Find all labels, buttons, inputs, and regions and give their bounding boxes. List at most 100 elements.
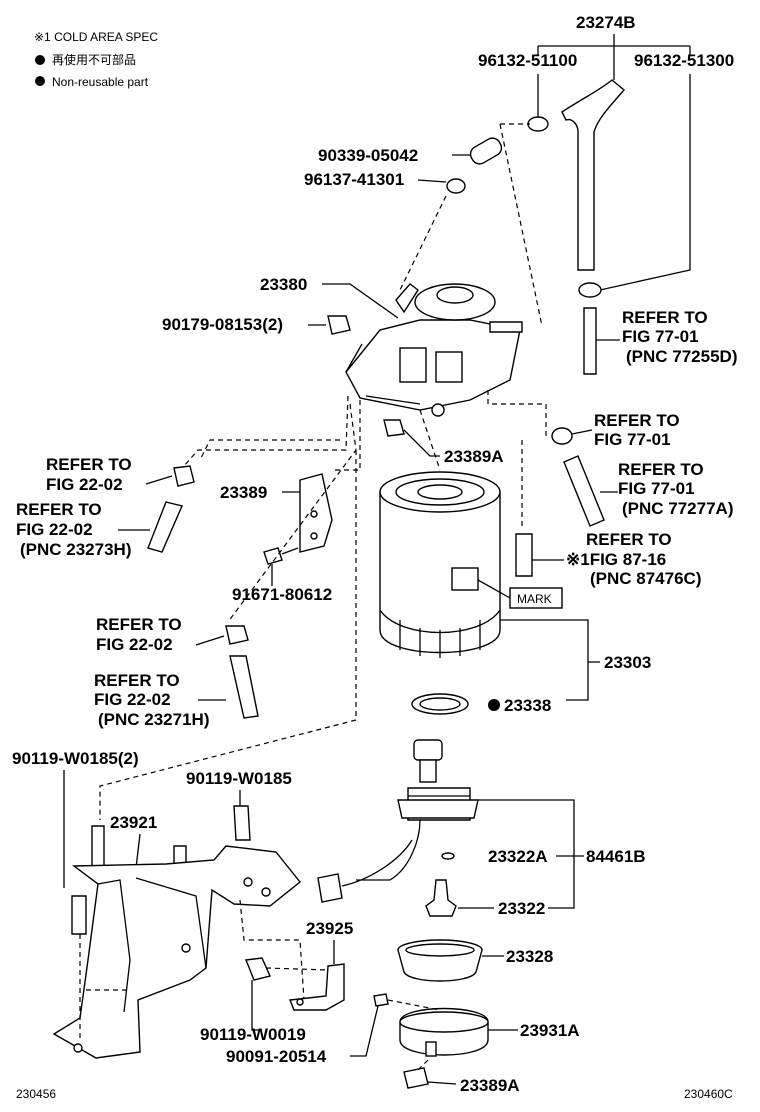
ref-22-02-23273H-line2[interactable]: FIG 22-02 (16, 520, 93, 539)
filter-head-23380: 23380 90179-08153(2) (162, 275, 523, 471)
ref-77-01-77277A-line3[interactable]: (PNC 77277A) (622, 499, 734, 518)
band-23931A: 23931A 90091-20514 (226, 993, 580, 1066)
sensor-plug-icon (425, 879, 457, 917)
fuel-filter-element-icon (379, 491, 501, 654)
nut-icon (327, 315, 351, 335)
refer-right-group: REFER TO FIG 77-01 (PNC 77255D) REFER TO… (487, 307, 738, 588)
gasket-icon (441, 852, 455, 860)
fuel-filter-23303: MARK 23303 (379, 471, 651, 701)
ref-22-02-b-line2[interactable]: FIG 22-02 (96, 635, 173, 654)
sensor-assembly: 23322A 84461B 23322 (317, 739, 646, 918)
hose-icon (147, 501, 183, 553)
non-reusable-dot-icon (35, 55, 45, 65)
mark-box (509, 587, 563, 609)
clip-icon (225, 625, 249, 645)
ref-22-02-a-line2[interactable]: FIG 22-02 (46, 475, 123, 494)
ref-22-02-b-line1[interactable]: REFER TO (96, 615, 182, 634)
bolt-icon (233, 805, 251, 841)
clip-icon (403, 1067, 429, 1089)
bracket-23389: 23389 91671-80612 (199, 400, 361, 604)
hose-clamp-icon (578, 282, 602, 298)
fuel-hose-icon (561, 79, 625, 271)
stud-icon (91, 825, 105, 867)
ref-22-02-23271H-line2[interactable]: FIG 22-02 (94, 690, 171, 709)
part-label-96132-51300[interactable]: 96132-51300 (634, 51, 734, 70)
bolt-icon (71, 895, 87, 935)
part-label-23322[interactable]: 23322 (498, 899, 545, 918)
legend: ※1 COLD AREA SPEC 再使用不可部品 Non-reusable p… (34, 30, 158, 89)
non-reusable-dot-icon (35, 76, 45, 86)
ref-87-16-line3[interactable]: (PNC 87476C) (590, 569, 702, 588)
ref-77-01-77277A-line2[interactable]: FIG 77-01 (618, 479, 695, 498)
part-label-90119-W0185[interactable]: 90119-W0185 (186, 769, 292, 788)
bracket-23925-icon (289, 963, 345, 1011)
ref-22-02-23271H-line3[interactable]: (PNC 23271H) (98, 710, 210, 729)
hose-icon (563, 455, 605, 527)
part-label-23274B[interactable]: 23274B (576, 13, 636, 32)
part-label-23380[interactable]: 23380 (260, 275, 307, 294)
filter-head-body-icon (345, 319, 521, 411)
screw-icon (373, 993, 389, 1007)
part-label-23303[interactable]: 23303 (604, 653, 651, 672)
pipe-icon (583, 307, 597, 375)
hose-icon (229, 655, 259, 719)
clip-icon (446, 178, 466, 194)
part-label-23389A-lower[interactable]: 23389A (460, 1076, 520, 1095)
part-label-23322A[interactable]: 23322A (488, 847, 548, 866)
clip-icon (173, 465, 195, 487)
clip-23389A-upper: 23389A (383, 419, 504, 466)
part-label-91671-80612[interactable]: 91671-80612 (232, 585, 332, 604)
part-label-96137-41301[interactable]: 96137-41301 (304, 170, 404, 189)
part-label-23931A[interactable]: 23931A (520, 1021, 580, 1040)
bracket-23921: 90119-W0185(2) 90119-W0185 23921 (12, 749, 305, 1059)
part-label-23389[interactable]: 23389 (220, 483, 267, 502)
legend-non-reusable-en: Non-reusable part (52, 75, 149, 89)
footer-left-code: 230456 (16, 1087, 56, 1101)
part-label-90119-W0185-2[interactable]: 90119-W0185(2) (12, 749, 139, 768)
mark-label: MARK (517, 592, 552, 606)
o-ring-23338: 23338 (411, 693, 551, 715)
hose-icon (515, 533, 533, 577)
non-reusable-dot-icon (488, 699, 500, 711)
clip-23389A-lower: 23389A (403, 1059, 520, 1095)
part-label-84461B[interactable]: 84461B (586, 847, 646, 866)
part-label-23338[interactable]: 23338 (504, 696, 551, 715)
ref-87-16-line1[interactable]: REFER TO (586, 530, 672, 549)
sensor-top-icon (413, 739, 443, 761)
footer-right-code: 230460C (684, 1087, 733, 1101)
refer-left-group: REFER TO FIG 22-02 REFER TO FIG 22-02 (P… (16, 395, 357, 820)
clip-icon (383, 419, 405, 437)
part-label-90339-05042[interactable]: 90339-05042 (318, 146, 418, 165)
ref-22-02-23271H-line1[interactable]: REFER TO (94, 671, 180, 690)
part-label-23925[interactable]: 23925 (306, 919, 353, 938)
ref-22-02-23273H-line1[interactable]: REFER TO (16, 500, 102, 519)
part-label-23921[interactable]: 23921 (110, 813, 157, 832)
ref-77-01-a-line1[interactable]: REFER TO (594, 411, 680, 430)
legend-non-reusable-jp: 再使用不可部品 (52, 52, 136, 67)
plug-icon (469, 137, 503, 165)
hose-clamp-icon (527, 116, 549, 132)
part-label-96132-51100[interactable]: 96132-51100 (478, 51, 577, 70)
ref-87-16-line2[interactable]: ※1FIG 87-16 (566, 550, 666, 569)
ref-22-02-a-line1[interactable]: REFER TO (46, 455, 132, 474)
part-label-23328[interactable]: 23328 (506, 947, 553, 966)
ref-77-01-a-line2[interactable]: FIG 77-01 (594, 430, 671, 449)
part-label-90091-20514[interactable]: 90091-20514 (226, 1047, 327, 1066)
part-label-23389A-upper[interactable]: 23389A (444, 447, 504, 466)
ref-77-01-77255D-line3[interactable]: (PNC 77255D) (626, 347, 738, 366)
ref-77-01-77277A-line1[interactable]: REFER TO (618, 460, 704, 479)
cup-23328: 23328 (397, 939, 553, 982)
ref-77-01-77255D-line2[interactable]: FIG 77-01 (622, 327, 699, 346)
hose-assembly-23274B: 23274B 96132-51100 96132-51300 (478, 13, 734, 327)
ref-77-01-77255D-line1[interactable]: REFER TO (622, 308, 708, 327)
bolt-icon (263, 547, 283, 565)
clip-icon (551, 427, 573, 445)
plug-and-clip: 90339-05042 96137-41301 (304, 137, 503, 291)
part-label-90179-08153[interactable]: 90179-08153(2) (162, 315, 283, 334)
ref-22-02-23273H-line3[interactable]: (PNC 23273H) (20, 540, 132, 559)
bolt-icon (245, 957, 271, 981)
part-label-90119-W0019[interactable]: 90119-W0019 (200, 1025, 306, 1044)
bracket-23925: 23925 90119-W0019 (200, 919, 353, 1044)
connector-icon (317, 873, 343, 903)
